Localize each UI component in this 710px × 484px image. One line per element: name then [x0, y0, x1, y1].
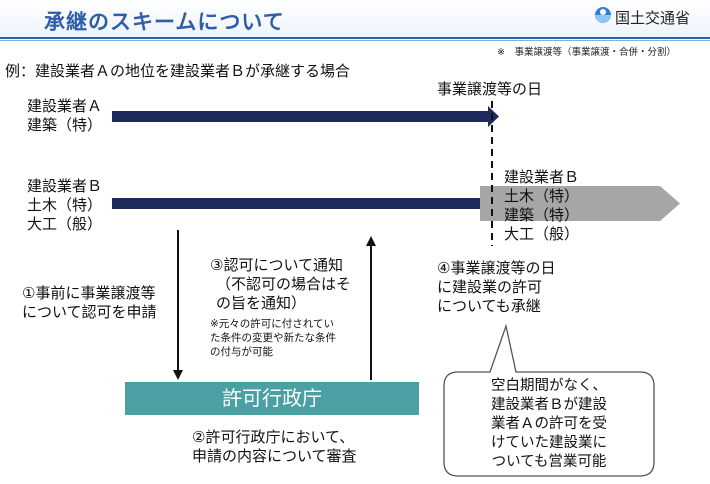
- callout-text: 空白期間がなく、 建設業者Ｂが建設 業者Ａの許可を受 けていた建設業に ついても…: [444, 377, 654, 472]
- step3-line-2: （不認可の場合はそ: [216, 275, 352, 293]
- contractor-b-license-1: 土木（特）: [27, 196, 103, 214]
- contractor-a-bar: [112, 111, 490, 122]
- after-b-license-2: 建築（特）: [504, 206, 580, 224]
- step2-text: ②許可行政庁において、 申請の内容について審査: [192, 428, 357, 466]
- post-transfer-grey-arrow: [480, 186, 680, 221]
- licensing-authority-box: 許可行政庁: [125, 382, 419, 415]
- step3-note: ※元々の許可に付されてい た条件の変更や新たな条件 の付与が可能: [210, 317, 336, 359]
- callout-bubble: [443, 323, 655, 477]
- step1-line-2: について認可を申請: [22, 303, 157, 321]
- contractor-a-name: 建設業者Ａ: [27, 97, 103, 115]
- step3-line-3: の旨を通知）: [216, 294, 307, 312]
- step4-text: ④事業譲渡等の日 に建設業の許可 についても承継: [437, 259, 555, 316]
- after-b-license-3: 大工（般）: [504, 225, 580, 243]
- step4-line-3: についても承継: [437, 297, 541, 315]
- after-b-name: 建設業者Ｂ: [504, 168, 580, 186]
- after-transfer-labels: 建設業者Ｂ 土木（特） 建築（特） 大工（般）: [504, 168, 579, 244]
- step3-text: ③認可について通知 （不認可の場合はそ の旨を通知）: [210, 256, 351, 313]
- callout-line-5: ついても営業可能: [491, 454, 607, 470]
- step3-note-line-3: の付与が可能: [210, 346, 273, 358]
- header-bar: [0, 0, 710, 38]
- after-b-license-1: 土木（特）: [504, 187, 580, 205]
- step4-line-1: ④事業譲渡等の日: [437, 259, 556, 277]
- step2-line-2: 申請の内容について審査: [192, 447, 357, 465]
- page-title: 承継のスキームについて: [44, 10, 285, 34]
- step3-line-1: ③認可について通知: [210, 256, 343, 274]
- header-rule-blue: [0, 37, 710, 39]
- contractor-a-labels: 建設業者Ａ 建築（特）: [27, 97, 102, 135]
- contractor-a-bar-arrowhead: [488, 106, 499, 127]
- contractor-b-bar: [112, 198, 490, 209]
- apply-arrow-head: [173, 370, 183, 380]
- callout-line-3: 業者Ａの許可を受: [491, 416, 607, 432]
- step1-text: ①事前に事業譲渡等 について認可を申請: [22, 284, 157, 322]
- callout-line-4: けていた建設業に: [491, 435, 607, 451]
- contractor-b-name: 建設業者Ｂ: [27, 177, 103, 195]
- callout-line-1: 空白期間がなく、: [491, 378, 607, 394]
- step2-line-1: ②許可行政庁において、: [192, 428, 355, 446]
- contractor-b-license-2: 大工（般）: [27, 215, 103, 233]
- step3-note-line-2: た条件の変更や新たな条件: [210, 332, 336, 344]
- mlit-logo-icon: [595, 7, 611, 23]
- transfer-day-label: 事業譲渡等の日: [437, 80, 543, 98]
- example-caption: 例：建設業者Ａの地位を建設業者Ｂが承継する場合: [5, 62, 351, 80]
- callout-line-2: 建設業者Ｂが建設: [491, 397, 607, 413]
- contractor-b-labels: 建設業者Ｂ 土木（特） 大工（般）: [27, 177, 102, 234]
- ministry-logo-text: 国土交通省: [615, 9, 691, 27]
- step3-note-line-1: ※元々の許可に付されてい: [210, 318, 334, 330]
- notify-arrow-head: [366, 236, 376, 246]
- header-rule-light: [0, 40, 710, 41]
- transfer-types-note: ※ 事業譲渡等（事業譲渡・合併・分割）: [497, 47, 676, 58]
- step4-line-2: に建設業の許可: [437, 278, 543, 296]
- contractor-a-license: 建築（特）: [27, 116, 103, 134]
- step1-line-1: ①事前に事業譲渡等: [22, 284, 156, 302]
